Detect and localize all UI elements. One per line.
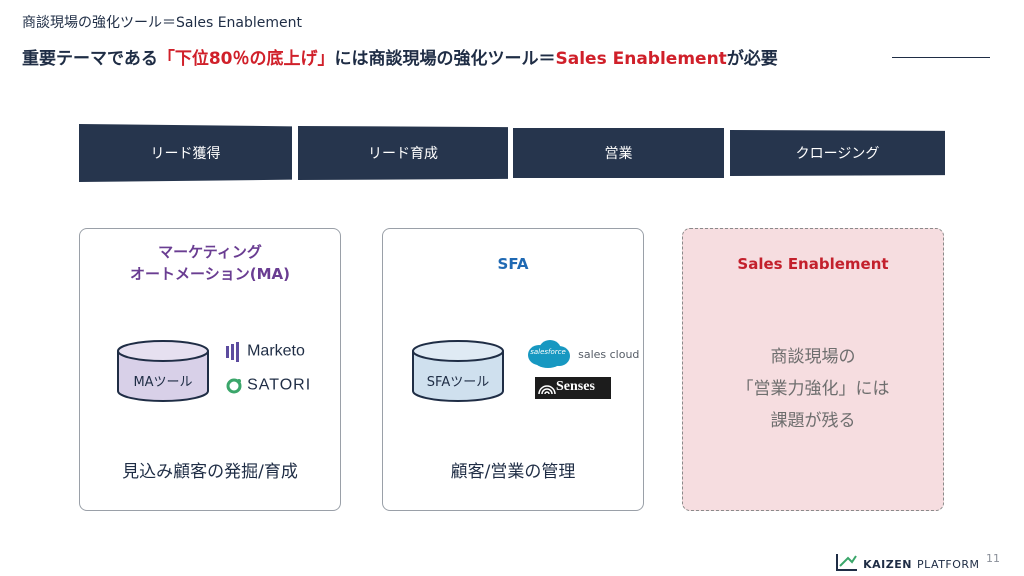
- stage-lead-acquisition: リード獲得: [79, 124, 292, 182]
- marketo-logo: Marketo: [226, 341, 305, 362]
- se-body-line3: 課題が残る: [770, 411, 856, 431]
- database-icon: [117, 340, 209, 402]
- ma-tool-label: MAツール: [133, 375, 193, 390]
- senses-mark-icon: [538, 385, 556, 395]
- se-body-line2: 「営業力強化」には: [736, 379, 890, 399]
- headline-highlight-2: Sales Enablement: [555, 49, 727, 69]
- breadcrumb: 商談現場の強化ツール＝Sales Enablement: [22, 15, 303, 31]
- se-card-title: Sales Enablement: [737, 255, 889, 273]
- senses-wordmark: Senses: [556, 379, 595, 394]
- senses-logo: Senses: [535, 377, 611, 399]
- headline-pre: 重要テーマである: [22, 49, 158, 69]
- headline-rule: [892, 57, 990, 58]
- kaizen-brand-secondary: PLATFORM: [917, 558, 980, 571]
- marketo-mark-icon: [226, 341, 239, 362]
- kaizen-brand-primary: KAIZEN: [863, 558, 912, 571]
- headline-highlight: 「下位80％の底上げ」: [157, 49, 335, 69]
- satori-logo: SATORI: [226, 375, 311, 395]
- headline-mid: には商談現場の強化ツール＝: [334, 49, 556, 69]
- headline-post: が必要: [726, 49, 778, 69]
- sfa-card-footer: 顧客/営業の管理: [450, 462, 576, 482]
- kaizen-platform-logo: KAIZEN PLATFORM: [836, 552, 980, 571]
- ma-title-line1: マーケティング: [158, 243, 262, 261]
- se-card-body: 商談現場の 「営業力強化」には 課題が残る: [683, 341, 943, 437]
- ma-card-title: マーケティング オートメーション(MA): [80, 241, 340, 285]
- kaizen-chart-icon: [836, 554, 857, 571]
- ma-card-footer: 見込み顧客の発掘/育成: [122, 462, 298, 482]
- ma-title-line2: オートメーション(MA): [130, 265, 290, 283]
- page-title: 重要テーマである「下位80％の底上げ」には商談現場の強化ツール＝Sales En…: [22, 44, 778, 69]
- salesforce-logo: salesforce sales cloud: [525, 339, 639, 369]
- stage-sales: 営業: [513, 128, 724, 178]
- sfa-card: SFA SFAツール salesforce sales cloud Senses…: [382, 228, 644, 511]
- stage-closing: クロージング: [730, 130, 945, 176]
- marketo-wordmark: Marketo: [247, 342, 305, 360]
- ma-tool-cylinder: MAツール: [116, 339, 210, 403]
- satori-wordmark: SATORI: [247, 376, 312, 394]
- sfa-card-title: SFA: [497, 255, 529, 273]
- sales-cloud-wordmark: sales cloud: [578, 347, 640, 361]
- ma-card: マーケティング オートメーション(MA) MAツール Marketo SATOR…: [79, 228, 341, 511]
- sfa-tool-label: SFAツール: [426, 375, 490, 390]
- satori-mark-icon: [226, 378, 242, 393]
- database-icon: [412, 340, 504, 402]
- page-number: 11: [986, 552, 1000, 565]
- se-body-line1: 商談現場の: [770, 347, 856, 367]
- sales-enablement-card: Sales Enablement 商談現場の 「営業力強化」には 課題が残る: [682, 228, 944, 511]
- salesforce-wordmark: salesforce: [530, 348, 566, 356]
- salesforce-cloud-icon: [528, 340, 570, 368]
- sfa-tool-cylinder: SFAツール: [411, 339, 505, 403]
- stage-lead-nurturing: リード育成: [298, 126, 508, 180]
